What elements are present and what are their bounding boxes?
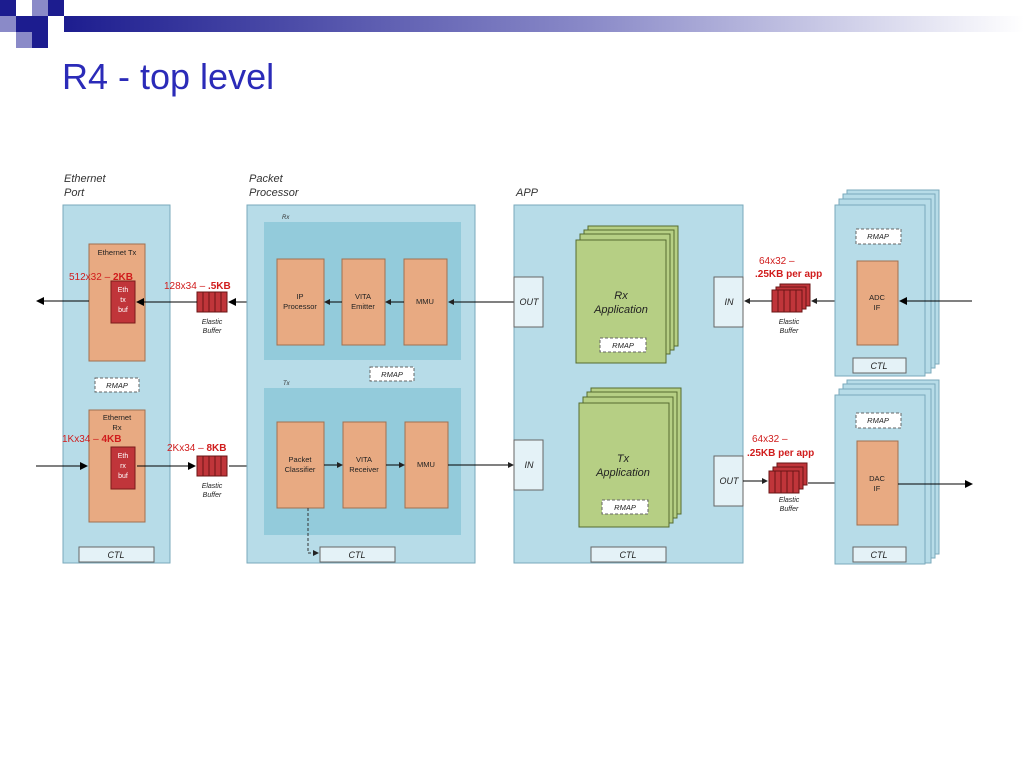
app-ctl <box>590 546 667 563</box>
processor-rmap-label: RMAP <box>381 370 403 379</box>
processor-tx-tag: Tx <box>283 381 291 387</box>
classifier-to-ctl-dashed <box>307 508 319 556</box>
eth-rx-buf <box>110 446 136 490</box>
elastic-buffer-lower-right <box>768 462 808 494</box>
buffer-upper-right-size-1: 64x32 – <box>759 256 795 267</box>
adc-rmap <box>855 228 902 245</box>
elastic-buffer-label-2a: Elastic <box>202 483 223 490</box>
ethernet-rmap <box>94 377 140 393</box>
elastic-buffer-label-3a: Elastic <box>779 319 800 326</box>
app-section-label: APP <box>515 187 539 199</box>
app-right-in-label: IN <box>725 297 735 307</box>
tx-app-rmap-label: RMAP <box>614 503 636 512</box>
packet-classifier-label-2: Classifier <box>285 465 316 474</box>
dac-ctl-label: CTL <box>870 550 887 560</box>
buffer-lower-left-size: 2Kx34 – 8KB <box>167 443 227 454</box>
eth-rx-size-label: 1Kx34 – 4KB <box>62 434 122 445</box>
processor-ctl <box>319 546 396 563</box>
app-in-port <box>513 439 544 491</box>
vita-emitter-block <box>341 258 386 346</box>
buffer-lower-right-size-2: .25KB per app <box>747 448 814 459</box>
app-right-in-port <box>713 276 744 328</box>
elastic-buffer-label-1b: Buffer <box>203 328 222 335</box>
app-right-out-port <box>713 455 744 507</box>
packet-processor-label-2: Processor <box>249 187 300 199</box>
elastic-buffer-label-4b: Buffer <box>780 506 799 513</box>
ethernet-port-label-2: Port <box>64 187 85 199</box>
adc-if-label-1: ADC <box>869 293 885 302</box>
dac-if-label-1: DAC <box>869 474 885 483</box>
ip-processor-label-1: IP <box>296 292 303 301</box>
packet-classifier-label-1: Packet <box>289 455 313 464</box>
rx-app-rmap-label: RMAP <box>612 341 634 350</box>
app-out-label: OUT <box>520 297 541 307</box>
eth-tx-buf-label-3: buf <box>118 307 128 314</box>
packet-processor-label-1: Packet <box>249 173 284 185</box>
mmu-tx-label: MMU <box>417 460 435 469</box>
dac-rmap <box>855 412 902 429</box>
vita-emitter-label-1: VITA <box>355 292 371 301</box>
vita-emitter-label-2: Emitter <box>351 302 375 311</box>
dac-ctl <box>852 546 907 563</box>
vita-receiver-label-2: Receiver <box>349 465 379 474</box>
buffer-upper-left-size: 128x34 – .5KB <box>164 281 231 292</box>
elastic-buffer-label-1a: Elastic <box>202 319 223 326</box>
eth-tx-size-label: 512x32 – 2KB <box>69 272 133 283</box>
eth-tx-buf-label-2: tx <box>120 297 126 304</box>
elastic-buffer-label-4a: Elastic <box>779 497 800 504</box>
app-out-port <box>513 276 544 328</box>
dac-if-label-2: IF <box>874 484 881 493</box>
packet-classifier-block <box>276 421 325 509</box>
ethernet-rx-label-2: Rx <box>112 423 121 432</box>
header-banner <box>0 0 1024 48</box>
elastic-buffer-upper-left <box>196 291 228 313</box>
processor-ctl-label: CTL <box>348 550 365 560</box>
rx-app-label-1: Rx <box>614 290 628 302</box>
eth-rx-buf-label-3: buf <box>118 473 128 480</box>
processor-rmap <box>369 366 415 382</box>
ip-processor-label-2: Processor <box>283 302 317 311</box>
rx-app-label-2: Application <box>593 304 648 316</box>
mmu-rx-label: MMU <box>416 297 434 306</box>
tx-app-label-1: Tx <box>617 453 630 465</box>
elastic-buffer-label-2b: Buffer <box>203 492 222 499</box>
buffer-upper-right-size-2: .25KB per app <box>755 269 822 280</box>
vita-receiver-label-1: VITA <box>356 455 372 464</box>
adc-if-label-2: IF <box>874 303 881 312</box>
eth-tx-buf-label-1: Eth <box>118 287 129 294</box>
rx-application-stack <box>575 225 679 364</box>
ethernet-ctl-label: CTL <box>107 550 124 560</box>
dac-if-block <box>856 440 899 526</box>
slide-title: R4 - top level <box>62 56 275 97</box>
processor-rx-tag: Rx <box>282 215 290 221</box>
vita-receiver-block <box>342 421 387 509</box>
adc-rmap-label: RMAP <box>867 232 889 241</box>
elastic-buffer-lower-left <box>196 455 228 477</box>
adc-ctl <box>852 357 907 374</box>
ethernet-tx-label: Ethernet Tx <box>98 248 137 257</box>
rx-app-rmap <box>599 337 647 353</box>
tx-app-rmap <box>601 499 649 515</box>
adc-ctl-label: CTL <box>870 361 887 371</box>
elastic-buffer-label-3b: Buffer <box>780 328 799 335</box>
app-in-label: IN <box>525 460 535 470</box>
adc-if-block <box>856 260 899 346</box>
eth-tx-buf <box>110 280 136 324</box>
eth-rx-buf-label-2: rx <box>120 463 126 470</box>
checker-logo-icon <box>0 0 64 48</box>
tx-app-label-2: Application <box>595 467 650 479</box>
ethernet-port-label-1: Ethernet <box>64 173 107 185</box>
app-ctl-label: CTL <box>619 550 636 560</box>
ethernet-rx-label-1: Ethernet <box>103 413 132 422</box>
app-right-out-label: OUT <box>720 476 741 486</box>
buffer-lower-right-size-1: 64x32 – <box>752 434 788 445</box>
eth-rx-buf-label-1: Eth <box>118 453 129 460</box>
ethernet-rmap-label: RMAP <box>106 381 128 390</box>
ip-processor-block <box>276 258 325 346</box>
ethernet-ctl <box>78 546 155 563</box>
elastic-buffer-upper-right <box>771 283 811 313</box>
dac-rmap-label: RMAP <box>867 416 889 425</box>
